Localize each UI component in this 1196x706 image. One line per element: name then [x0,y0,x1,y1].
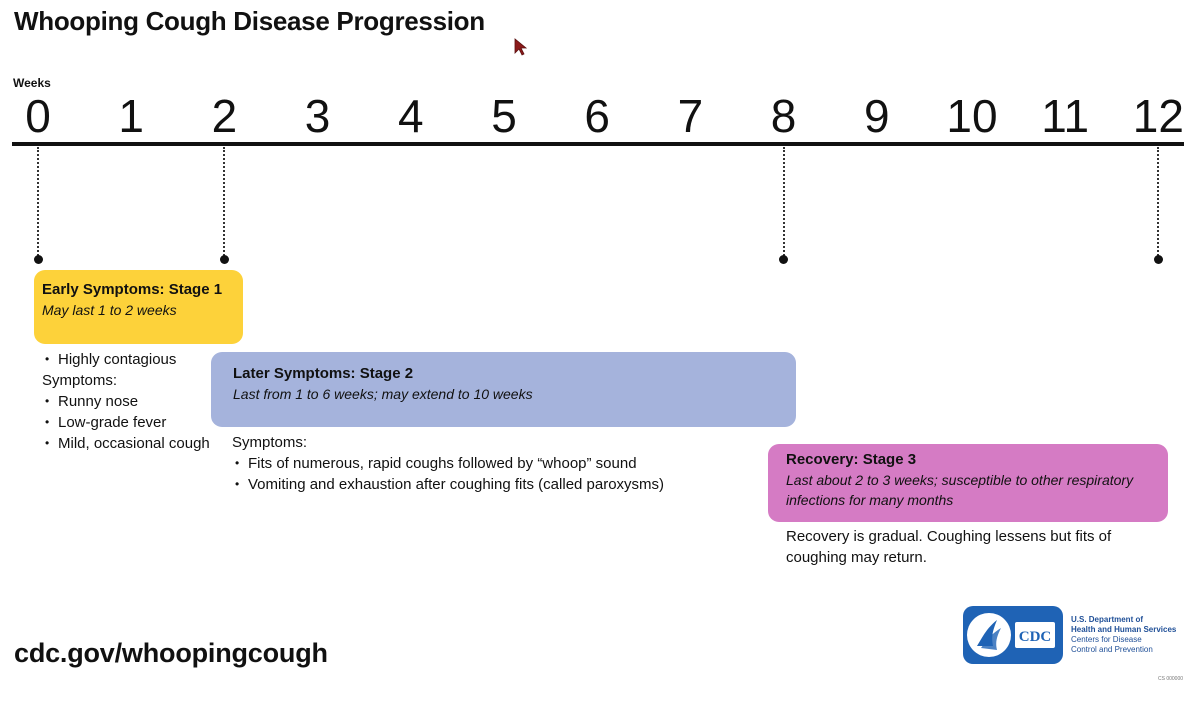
publication-code: CS 000000 [1158,676,1184,682]
stage-3-details: Recovery is gradual. Coughing lessens bu… [786,528,1112,566]
tick-label: 12 [1132,90,1184,142]
tick-label: 5 [491,90,517,142]
marker-dot [1153,255,1163,264]
marker-line [1157,147,1160,259]
marker-dot [33,255,43,264]
tick-label: 4 [398,90,424,142]
tick-label: 3 [304,90,331,142]
stage-1-box: Early Symptoms: Stage 1 May last 1 to 2 … [34,270,243,344]
website-url: cdc.gov/whoopingcough [14,638,328,668]
stage-1-details: Highly contagious Symptoms: Runny nose L… [42,349,210,454]
agency-line-2: Health and Human Services [1071,625,1177,634]
stage-2-details: Symptoms: Fits of numerous, rapid coughs… [232,432,664,495]
mouse-cursor-icon [514,38,528,56]
agency-name: U.S. Department of Health and Human Serv… [1071,615,1176,655]
stage-3-subtitle: Last about 2 to 3 weeks; susceptible to … [786,472,1134,508]
list-item: Fits of numerous, rapid coughs followed … [232,453,664,474]
tick-label: 1 [118,90,144,142]
tick-label: 6 [584,90,610,142]
stage-3-box: Recovery: Stage 3 Last about 2 to 3 week… [768,444,1168,522]
agency-line-1: U.S. Department of [1071,615,1144,624]
tick-label: 8 [770,90,797,142]
stage-2-symptoms-label: Symptoms: [232,434,308,451]
marker-dot [219,255,229,264]
stage-2-title: Later Symptoms: Stage 2 [233,365,414,382]
tick-label: 0 [25,90,51,142]
tick-label: 11 [1041,90,1090,142]
tick-label: 10 [946,90,998,142]
marker-line [223,147,226,259]
agency-line-3: Centers for Disease [1071,635,1142,644]
marker-line [37,147,39,259]
marker-line [782,147,785,259]
stage-1-symptoms-label: Symptoms: [42,372,118,389]
stage-1-subtitle: May last 1 to 2 weeks [42,302,177,318]
tick-label: 9 [864,90,890,142]
cdc-logo: CDC [963,606,1063,664]
timeline-axis [12,142,1184,146]
list-item: Mild, occasional cough [42,433,210,454]
stage-1-title: Early Symptoms: Stage 1 [42,281,223,298]
hhs-eagle-icon: CDC [967,613,1055,657]
tick-label: 7 [677,90,704,142]
stage-2-box: Later Symptoms: Stage 2 Last from 1 to 6… [211,352,796,427]
tick-label: 2 [211,90,238,142]
axis-label: Weeks [13,76,51,90]
agency-line-4: Control and Prevention [1071,645,1153,654]
list-item: Vomiting and exhaustion after coughing f… [232,474,664,495]
stage-2-subtitle: Last from 1 to 6 weeks; may extend to 10… [233,386,533,402]
marker-dot [779,255,789,264]
cdc-logo-text: CDC [1019,629,1052,645]
page-title: Whooping Cough Disease Progression [14,6,485,36]
stage-3-title: Recovery: Stage 3 [786,451,917,468]
list-item: Highly contagious [42,349,210,370]
list-item: Runny nose [42,391,210,412]
list-item: Low-grade fever [42,412,210,433]
